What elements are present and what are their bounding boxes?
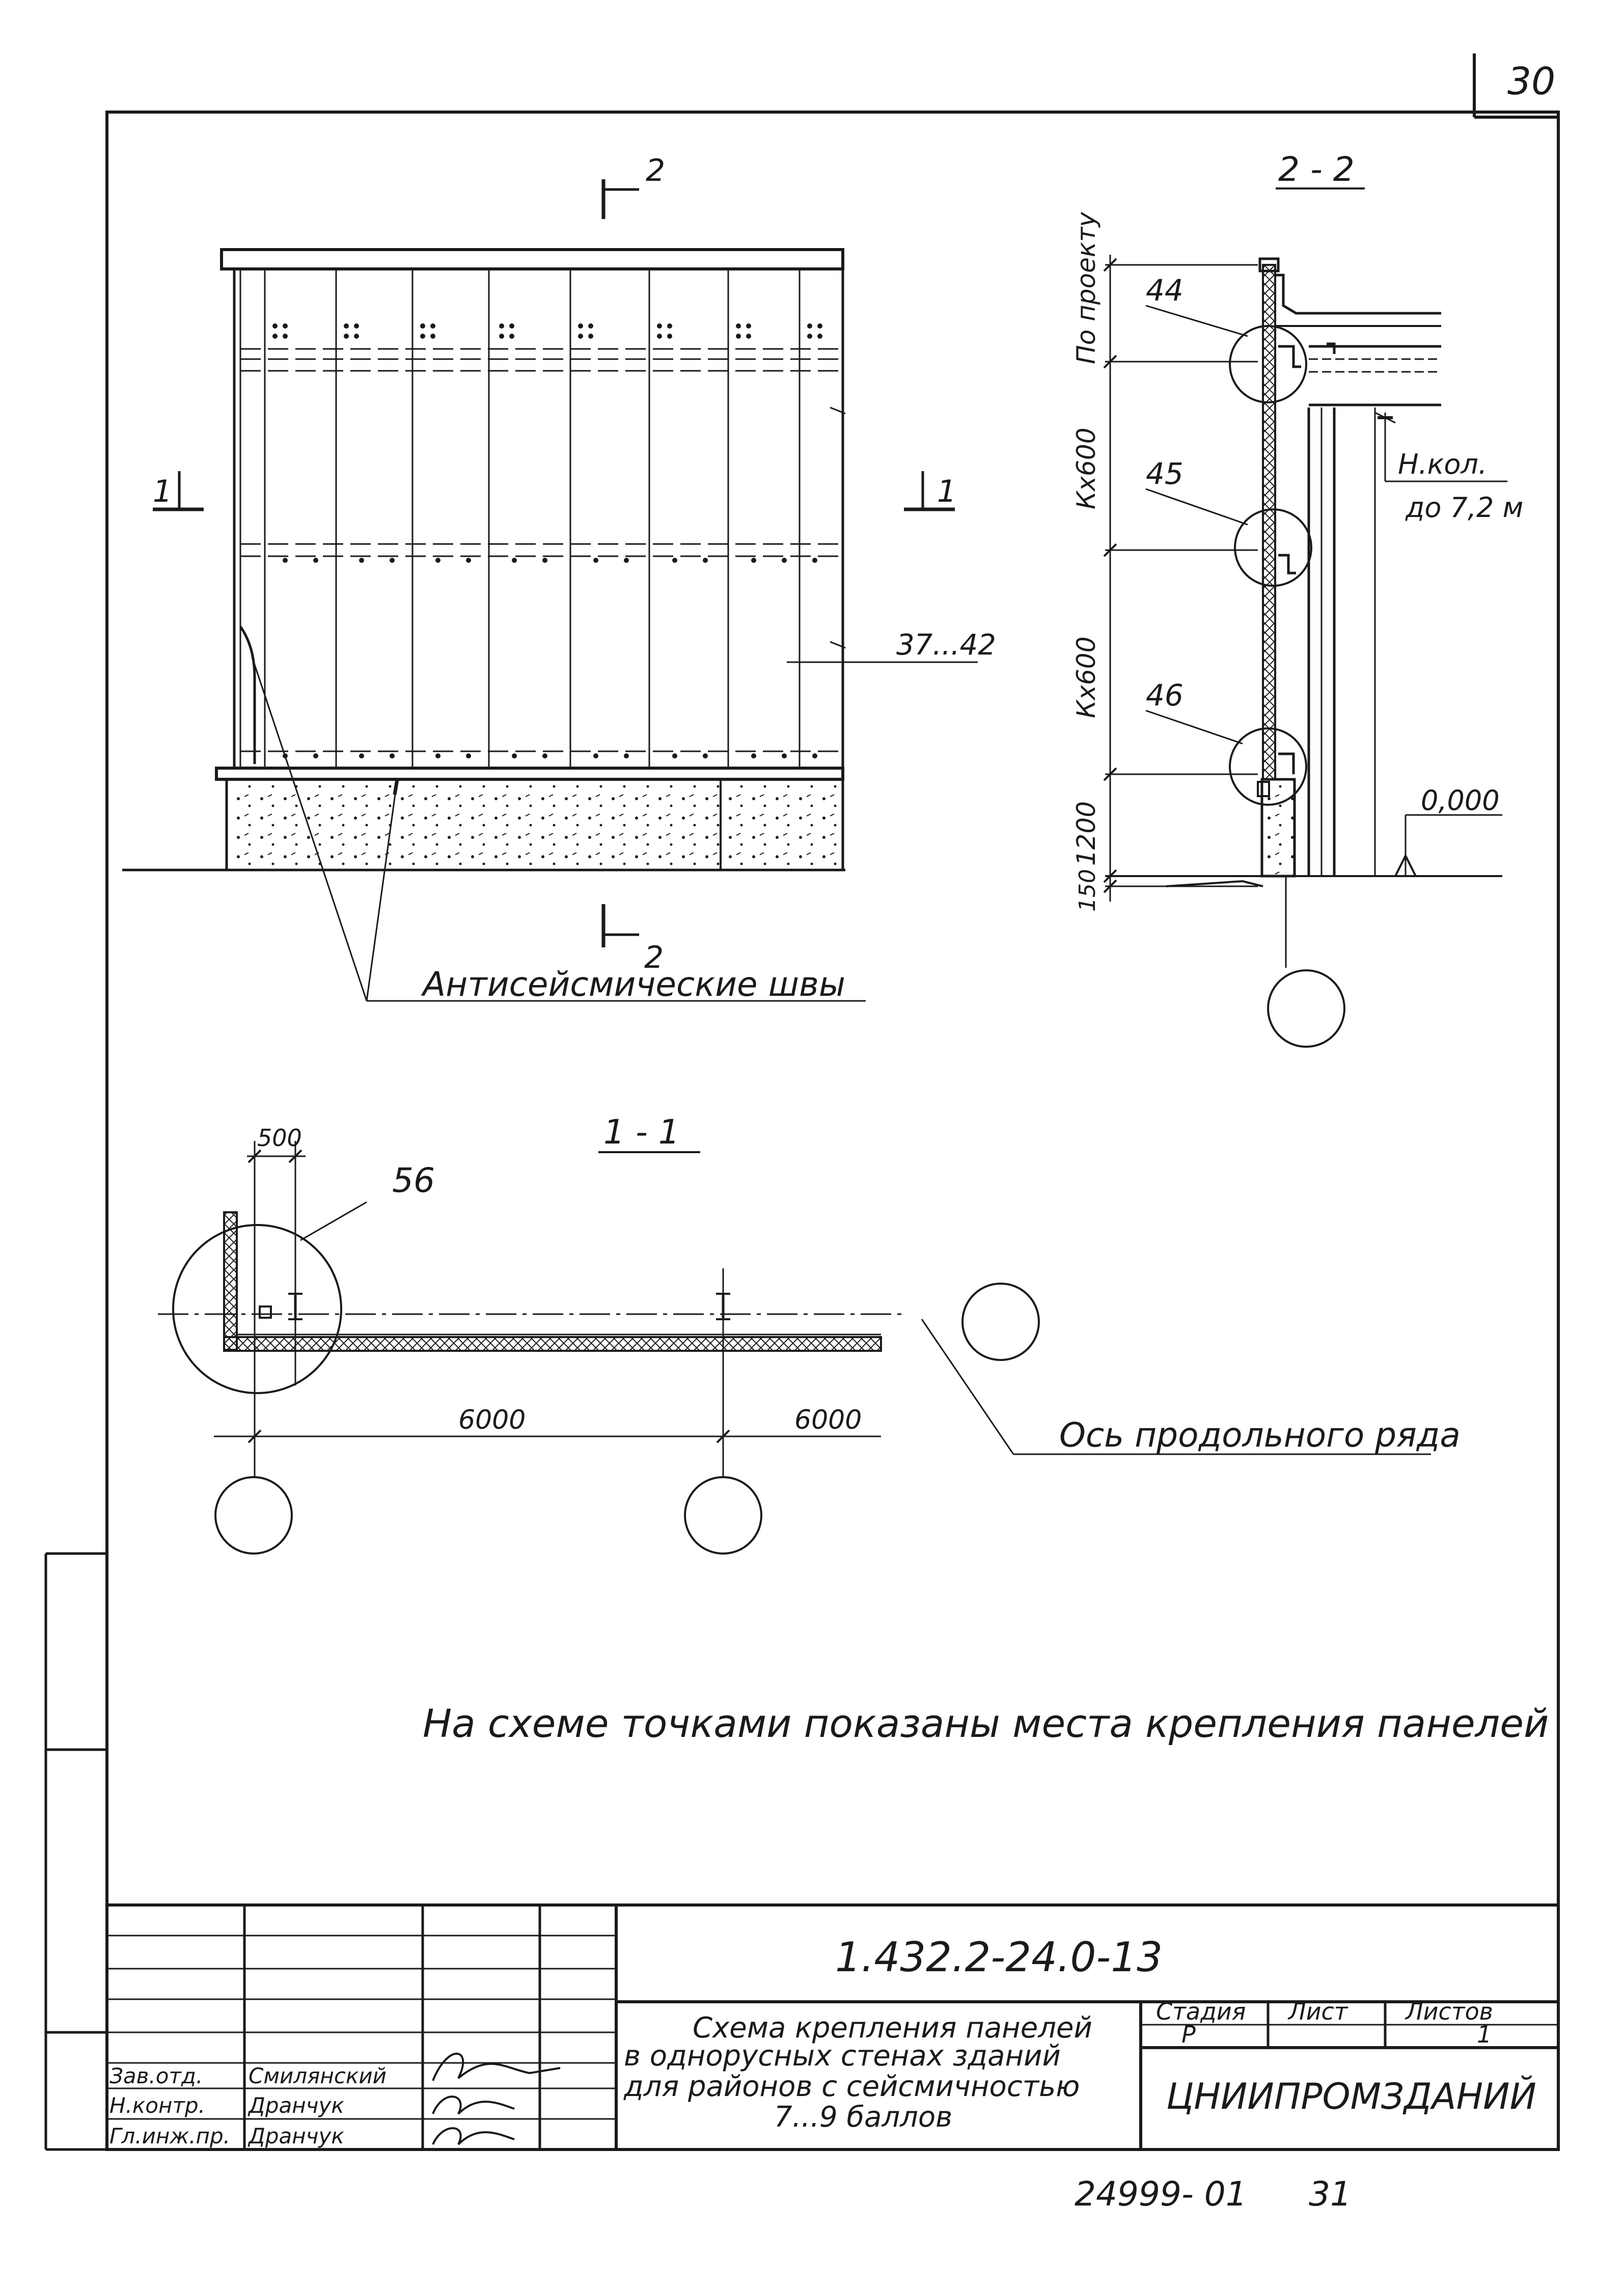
svg-text:Ось продольного ряда: Ось продольного ряда — [1059, 1416, 1461, 1455]
page-number: 30 — [1507, 60, 1555, 103]
section-mark-2-bottom: 2 — [601, 904, 664, 975]
title-line-4: 7...9 баллов — [774, 2101, 952, 2134]
section-1-1-title: 1 - 1 — [603, 1112, 680, 1152]
sheets-header: Листов — [1405, 1998, 1493, 2025]
panel-range-label: 37...42 — [787, 629, 996, 663]
svg-text:0,000: 0,000 — [1421, 784, 1500, 817]
stage-header: Стадия — [1156, 1998, 1246, 2025]
organization: ЦНИИПРОМЗДАНИЙ — [1166, 2076, 1536, 2117]
sheets-value: 1 — [1477, 2021, 1492, 2048]
fastening-lines — [240, 348, 846, 752]
node-46 — [1229, 727, 1307, 806]
svg-text:500: 500 — [257, 1124, 302, 1152]
node-45 — [1234, 508, 1312, 587]
svg-text:37...42: 37...42 — [896, 629, 996, 662]
signature-role-1: Зав.отд. — [109, 2063, 203, 2088]
axis-marker-2-2 — [1267, 969, 1345, 1048]
title-line-2: в однорусных стенах зданий — [624, 2039, 1061, 2073]
svg-text:2: 2 — [646, 153, 665, 188]
archive-sheet: 31 — [1309, 2174, 1352, 2214]
signature-role-3: Гл.инж.пр. — [109, 2124, 230, 2148]
svg-text:По проекту: По проекту — [1071, 211, 1101, 364]
node-44 — [1229, 325, 1307, 403]
panel-joints — [264, 269, 801, 768]
archive-number: 24999- 01 — [1075, 2174, 1247, 2214]
title-line-3: для районов с сейсмичностью — [623, 2070, 1080, 2103]
node-56 — [172, 1224, 342, 1394]
svg-text:Н.кол.: Н.кол. — [1398, 448, 1487, 480]
signature-name-2: Дранчук — [247, 2093, 344, 2118]
signature-scribble-1 — [432, 2052, 561, 2081]
svg-text:Кх600: Кх600 — [1071, 636, 1101, 718]
svg-text:44: 44 — [1146, 273, 1183, 308]
stage-value: Р — [1181, 2021, 1196, 2048]
mounting-note: На схеме точками показаны места креплени… — [423, 1701, 1549, 1746]
svg-text:150: 150 — [1075, 869, 1100, 912]
svg-text:56: 56 — [392, 1161, 435, 1200]
drawing-frame — [105, 111, 1560, 2151]
document-code: 1.432.2-24.0-13 — [835, 1934, 1163, 1981]
svg-text:2: 2 — [644, 940, 664, 975]
page-number-box: 30 — [1473, 53, 1558, 119]
fastening-points — [272, 323, 822, 758]
section-mark-1-left: 1 — [153, 471, 204, 511]
section-2-2-title: 2 - 2 — [1278, 150, 1355, 189]
axis-marker-1 — [214, 1476, 293, 1555]
signature-scribble-3 — [432, 2127, 515, 2145]
title-line-1: Схема крепления панелей — [693, 2011, 1092, 2045]
signature-scribble-2 — [432, 2096, 515, 2115]
signature-name-1: Смилянский — [249, 2063, 387, 2088]
svg-text:46: 46 — [1146, 678, 1183, 713]
svg-text:6000: 6000 — [794, 1405, 862, 1435]
section-mark-1-right: 1 — [904, 471, 956, 511]
sheet-header: Лист — [1287, 1998, 1348, 2025]
section-1-1: 1 - 1 500 56 6000 6000 Ось продоль — [158, 1112, 1461, 1555]
svg-text:до 7,2 м: до 7,2 м — [1405, 492, 1523, 524]
signature-role-2: Н.контр. — [109, 2093, 205, 2118]
axis-marker-row — [961, 1283, 1040, 1361]
title-block: 1.432.2-24.0-13 Схема крепления панелей … — [107, 1903, 1558, 2149]
axis-marker-2 — [684, 1476, 762, 1555]
svg-text:Антисейсмические швы: Антисейсмические швы — [421, 965, 845, 1004]
svg-text:Кх600: Кх600 — [1071, 427, 1101, 509]
antiseismic-joints-callout: Антисейсмические швы — [251, 657, 866, 1004]
section-mark-2-top: 2 — [601, 153, 665, 219]
svg-text:1200: 1200 — [1071, 801, 1101, 866]
section-2-2: 2 - 2 По проекту Кх600 Кх600 1200 150 — [1071, 150, 1523, 1048]
svg-text:45: 45 — [1146, 456, 1183, 491]
svg-text:6000: 6000 — [458, 1405, 526, 1435]
svg-text:1: 1 — [153, 474, 172, 509]
wall-elevation — [122, 248, 845, 872]
svg-text:1: 1 — [937, 474, 956, 509]
signature-name-3: Дранчук — [247, 2124, 344, 2148]
